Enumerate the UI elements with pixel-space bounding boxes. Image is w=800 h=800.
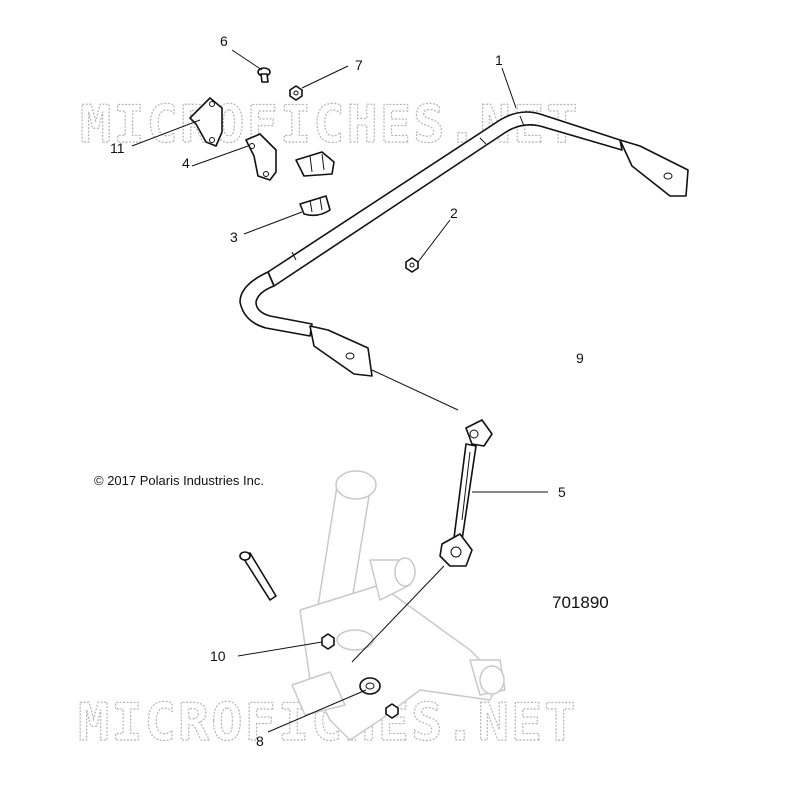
bolt-6 [257, 67, 271, 83]
callout-6: 6 [220, 33, 228, 49]
callout-7: 7 [355, 57, 363, 73]
callout-5: 5 [558, 484, 566, 500]
lower-control-arm-ghost [291, 470, 506, 741]
nut-7 [289, 85, 303, 101]
drawing-number: 701890 [552, 593, 609, 612]
callout-10: 10 [210, 648, 226, 664]
bushing-upper [295, 151, 335, 177]
callout-1: 1 [495, 52, 503, 68]
bushing-lower [299, 195, 331, 217]
nut-2 [405, 257, 419, 273]
stabilizer-link [439, 419, 493, 567]
callout-4: 4 [182, 155, 190, 171]
copyright-notice: © 2017 Polaris Industries Inc. [94, 473, 264, 488]
bracket-4 [245, 133, 277, 181]
long-bolt [239, 551, 277, 601]
stabilizer-bar [239, 111, 689, 377]
callout-8: 8 [256, 733, 264, 749]
callout-2: 2 [450, 205, 458, 221]
bracket-11 [189, 97, 223, 147]
callout-3: 3 [230, 229, 238, 245]
callout-11: 11 [110, 140, 125, 156]
assembly-lines [351, 369, 459, 663]
nut-10 [321, 633, 335, 650]
leader-lines [131, 49, 548, 733]
washer-8 [359, 677, 399, 719]
callout-9: 9 [576, 350, 584, 366]
